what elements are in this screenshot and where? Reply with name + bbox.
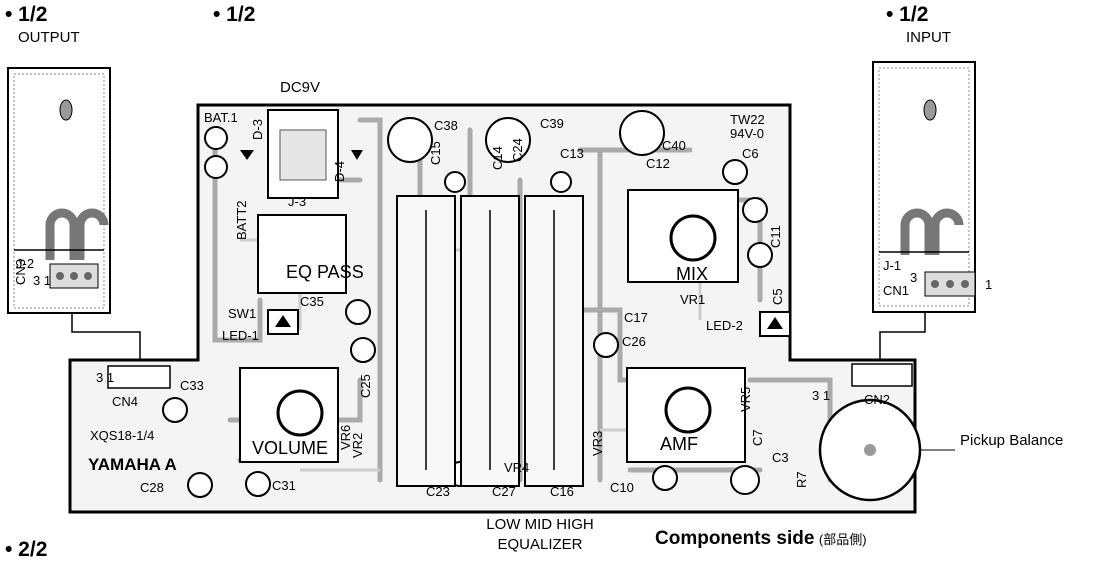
silk-tw22: TW22 [730,112,765,127]
equalizer-label: LOW MID HIGH EQUALIZER [450,515,630,555]
silk-c5: C5 [770,288,785,305]
silk-cn4: CN4 [112,394,138,409]
output-label: OUTPUT [18,29,80,46]
silk-cn3: CN3 [13,259,28,285]
silk-c40: C40 [662,138,686,153]
input-label: INPUT [906,29,951,46]
silk-sw1: SW1 [228,306,256,321]
silk-c28: C28 [140,480,164,495]
pickup-balance-label: Pickup Balance [960,432,1064,449]
silk-cn2: CN2 [864,392,890,407]
silk-c23: C23 [426,484,450,499]
silk-mix: MIX [676,264,708,284]
equalizer-label-line2: EQUALIZER [497,536,583,553]
silk-c17: C17 [624,310,648,325]
silk-c12: C12 [646,156,670,171]
silk-vr1: VR1 [680,292,705,307]
silk-d3: D-3 [250,119,265,140]
silk-c10: C10 [610,480,634,495]
silk-c35: C35 [300,294,324,309]
silk-r7: R7 [794,471,809,488]
silk-j2-pins: 3 1 [33,273,51,288]
silk-c3: C3 [772,450,789,465]
silk-bat: BAT.1 [204,110,238,125]
dc-label: DC9V [280,79,321,96]
silk-led1: LED-1 [222,328,259,343]
silk-j1-pin3: 3 [910,270,917,285]
silk-j3: J-3 [288,194,306,209]
input-marker: • 1/2 [886,3,929,26]
silk-c38: C38 [434,118,458,133]
dc-marker: • 1/2 [213,3,256,26]
silk-vr2: VR2 [350,433,365,458]
silk-cn4-pins: 3 1 [96,370,114,385]
components-side-jp: (部品側) [818,532,867,547]
silk-c27: C27 [492,484,516,499]
silk-vr5: VR5 [738,387,753,412]
silk-c25: C25 [358,374,373,398]
silk-c24: C24 [510,138,525,162]
silk-vr6: VR6 [338,425,353,450]
silk-c15: C15 [428,141,443,165]
silk-cn2-pins: 3 1 [812,388,830,403]
output-jack [7,67,111,314]
silk-led2: LED-2 [706,318,743,333]
silk-c16: C16 [550,484,574,499]
components-side-label: Components side [655,528,815,549]
silk-j1-pin1: 1 [985,277,992,292]
silk-vr3: VR3 [590,431,605,456]
silk-c39: C39 [540,116,564,131]
silk-cn1: CN1 [883,283,909,298]
input-jack [872,61,976,313]
silk-vr4: VR4 [504,460,529,475]
silk-yamaha: YAMAHA A [88,455,177,474]
equalizer-label-line1: LOW MID HIGH [486,516,594,533]
silk-c13: C13 [560,146,584,161]
silk-j2: J-2 [16,256,34,271]
silk-c6: C6 [742,146,759,161]
silk-c7: C7 [750,429,765,446]
silk-j1: J-1 [883,258,901,273]
silk-c26: C26 [622,334,646,349]
silk-94v0: 94V-0 [730,126,764,141]
silk-c31: C31 [272,478,296,493]
silk-amf: AMF [660,434,698,454]
silk-bat2: BATT2 [234,201,249,241]
components-side-title: Components side (部品側) [655,528,867,550]
silk-c11: C11 [768,225,783,248]
silk-c14: C14 [490,146,505,170]
output-marker: • 1/2 [5,3,48,26]
silk-d4: D-4 [332,161,347,182]
bottom-marker: • 2/2 [5,538,48,561]
silk-xqs: XQS18-1/4 [90,428,154,443]
silk-c33: C33 [180,378,204,393]
silk-volume: VOLUME [252,438,328,458]
silk-eq-pass: EQ PASS [286,262,364,282]
